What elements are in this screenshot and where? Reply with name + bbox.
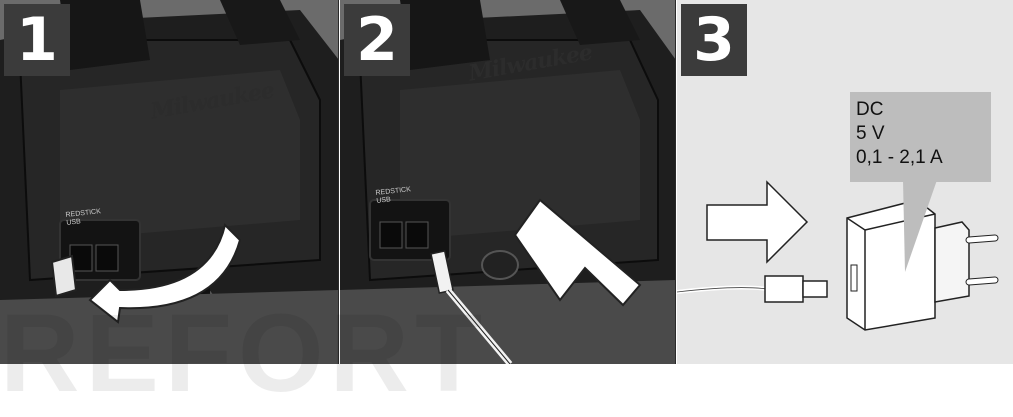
step-3-panel: 3: [677, 0, 1013, 364]
spec-callout: DC 5 V 0,1 - 2,1 A: [850, 92, 991, 182]
spec-current-type: DC: [856, 98, 991, 122]
spec-voltage: 5 V: [856, 122, 991, 146]
step-2-badge: 2: [344, 4, 410, 76]
port-label-line-2: USB: [376, 196, 391, 204]
spec-current: 0,1 - 2,1 A: [856, 146, 991, 170]
instruction-figure: 1 Milwaukee REDSTICK USB: [0, 0, 1013, 364]
step-3-badge: 3: [681, 4, 747, 76]
port-label-line-2: USB: [66, 218, 81, 226]
watermark: REFORT: [0, 290, 488, 417]
step-1-badge: 1: [4, 4, 70, 76]
